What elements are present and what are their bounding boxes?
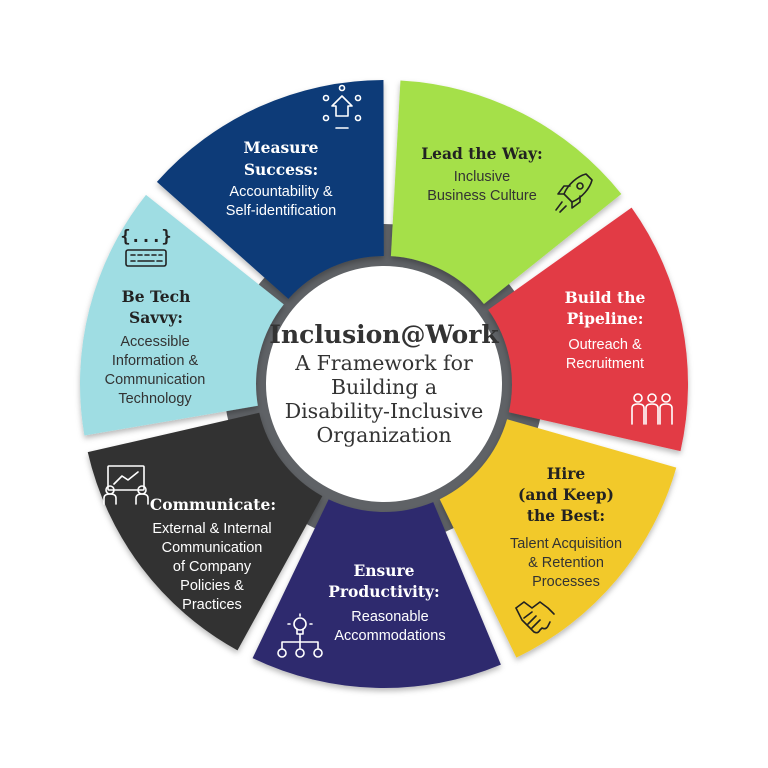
segment-build-the-pipeline[interactable]	[488, 207, 688, 452]
communicate-sub-line-4: Policies &	[180, 578, 244, 594]
communicate-sub-line-2: Communication	[162, 540, 263, 556]
rocket-icon	[555, 173, 593, 213]
presentation-icon	[103, 465, 149, 505]
hire-title-line-3: the Best:	[527, 506, 605, 525]
center-subtitle-line-4: Organization	[316, 423, 451, 447]
tech-sub-line-3: Communication	[105, 372, 206, 388]
pipeline-title-line-1: Build the	[565, 288, 646, 307]
center-subtitle-line-1: A Framework for	[294, 351, 473, 375]
communicate-sub-line-1: External & Internal	[152, 521, 271, 537]
label-measure-success: Measure Success: Accountability & Self-i…	[226, 138, 336, 219]
segment-ensure-productivity[interactable]	[252, 499, 501, 688]
productivity-title-line-1: Ensure	[353, 561, 414, 580]
keyboard-code-icon: {...}	[120, 227, 172, 267]
lead-sub-line-2: Business Culture	[427, 188, 537, 204]
label-build-the-pipeline: Build the Pipeline: Outreach & Recruitme…	[565, 288, 646, 372]
hire-sub-line-1: Talent Acquisition	[510, 536, 622, 552]
people-icon	[631, 393, 673, 425]
hire-sub-line-3: Processes	[532, 574, 600, 590]
hire-title-line-2: (and Keep)	[518, 485, 614, 504]
growth-icon	[322, 84, 362, 129]
tech-sub-line-2: Information &	[112, 353, 199, 369]
tech-title-line-1: Be Tech	[122, 287, 191, 306]
handshake-icon	[515, 601, 555, 634]
center-subtitle-line-2: Building a	[331, 375, 437, 399]
pipeline-sub-line-1: Outreach &	[568, 337, 642, 353]
productivity-title-line-2: Productivity:	[328, 582, 440, 601]
center-subtitle-line-3: Disability-Inclusive	[285, 399, 484, 423]
center-title: Inclusion@Work	[269, 320, 499, 349]
measure-title-line-1: Measure	[243, 138, 318, 157]
segment-layer	[79, 80, 688, 688]
measure-sub-line-2: Self-identification	[226, 203, 336, 219]
segment-lead-the-way[interactable]	[390, 80, 622, 305]
svg-text:{...}: {...}	[120, 227, 171, 247]
pipeline-sub-line-2: Recruitment	[566, 356, 644, 372]
center-circle	[266, 266, 502, 502]
pipeline-title-line-2: Pipeline:	[567, 309, 644, 328]
tech-sub-line-1: Accessible	[120, 334, 189, 350]
hire-title-line-1: Hire	[547, 464, 586, 483]
communicate-title-line-1: Communicate:	[150, 495, 276, 514]
segment-hire-the-best[interactable]	[439, 419, 677, 658]
label-lead-the-way: Lead the Way: Inclusive Business Culture	[421, 144, 543, 204]
lead-title-line-1: Lead the Way:	[421, 144, 543, 163]
measure-title-line-2: Success:	[244, 160, 318, 179]
segment-communicate[interactable]	[87, 412, 323, 651]
lead-sub-line-1: Inclusive	[454, 169, 510, 185]
label-be-tech-savvy: Be Tech Savvy: Accessible Information & …	[105, 287, 206, 407]
lightbulb-gears-icon	[277, 613, 323, 658]
measure-sub-line-1: Accountability &	[229, 184, 332, 200]
hire-sub-line-2: & Retention	[528, 555, 604, 571]
productivity-sub-line-2: Accommodations	[334, 628, 445, 644]
segment-measure-success[interactable]	[156, 80, 384, 299]
communicate-sub-line-5: Practices	[182, 597, 242, 613]
communicate-sub-line-3: of Company	[173, 559, 252, 575]
label-ensure-productivity: Ensure Productivity: Reasonable Accommod…	[328, 561, 445, 644]
label-hire-the-best: Hire (and Keep) the Best: Talent Acquisi…	[510, 464, 622, 590]
label-communicate: Communicate: External & Internal Communi…	[150, 495, 276, 613]
productivity-sub-line-1: Reasonable	[351, 609, 428, 625]
tech-title-line-2: Savvy:	[129, 308, 183, 327]
tech-sub-line-4: Technology	[118, 391, 192, 407]
